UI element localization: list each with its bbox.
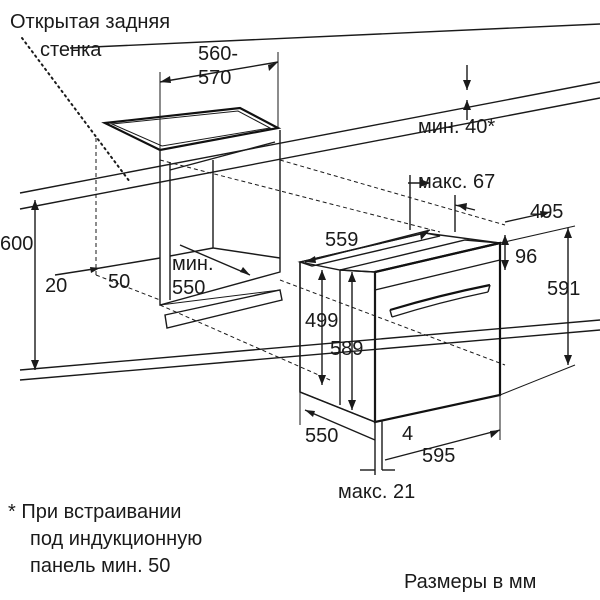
label-50: 50 <box>108 271 130 293</box>
label-open-back-wall-1: Открытая задняя <box>10 11 170 33</box>
footnote-line-1: * При встраивании <box>8 501 181 523</box>
projection-lines <box>95 138 506 381</box>
hob <box>101 106 282 152</box>
label-499: 499 <box>305 310 338 332</box>
label-min-550-1: мин. <box>172 253 214 275</box>
label-595: 595 <box>422 445 455 467</box>
label-600: 600 <box>0 233 33 255</box>
niche-cutout <box>159 130 283 329</box>
labels: Открытая задняя стенка 560- 570 мин. 40*… <box>0 11 580 503</box>
open-back-wall-leader <box>21 37 131 183</box>
label-405: 405 <box>530 201 563 223</box>
countertop <box>19 23 600 250</box>
label-cutout-width-2: 570 <box>198 67 231 89</box>
footnote-line-3: панель мин. 50 <box>30 555 170 577</box>
units-note: Размеры в мм <box>404 571 536 593</box>
label-max-67: макс. 67 <box>418 171 495 193</box>
label-550: 550 <box>305 425 338 447</box>
label-559: 559 <box>325 229 358 251</box>
label-96: 96 <box>515 246 537 268</box>
label-max-21: макс. 21 <box>338 481 415 503</box>
label-open-back-wall-2: стенка <box>40 39 102 61</box>
label-591: 591 <box>547 278 580 300</box>
label-4: 4 <box>402 423 413 445</box>
label-589: 589 <box>330 338 363 360</box>
label-20: 20 <box>45 275 67 297</box>
dimension-lines <box>31 52 576 475</box>
label-min-550-2: 550 <box>172 277 205 299</box>
footnote: * При встраивании под индукционную панел… <box>8 501 202 577</box>
footnote-line-2: под индукционную <box>30 528 202 550</box>
cabinet-base-lines <box>19 319 600 381</box>
label-cutout-width-1: 560- <box>198 43 238 65</box>
label-min-40: мин. 40* <box>418 116 495 138</box>
